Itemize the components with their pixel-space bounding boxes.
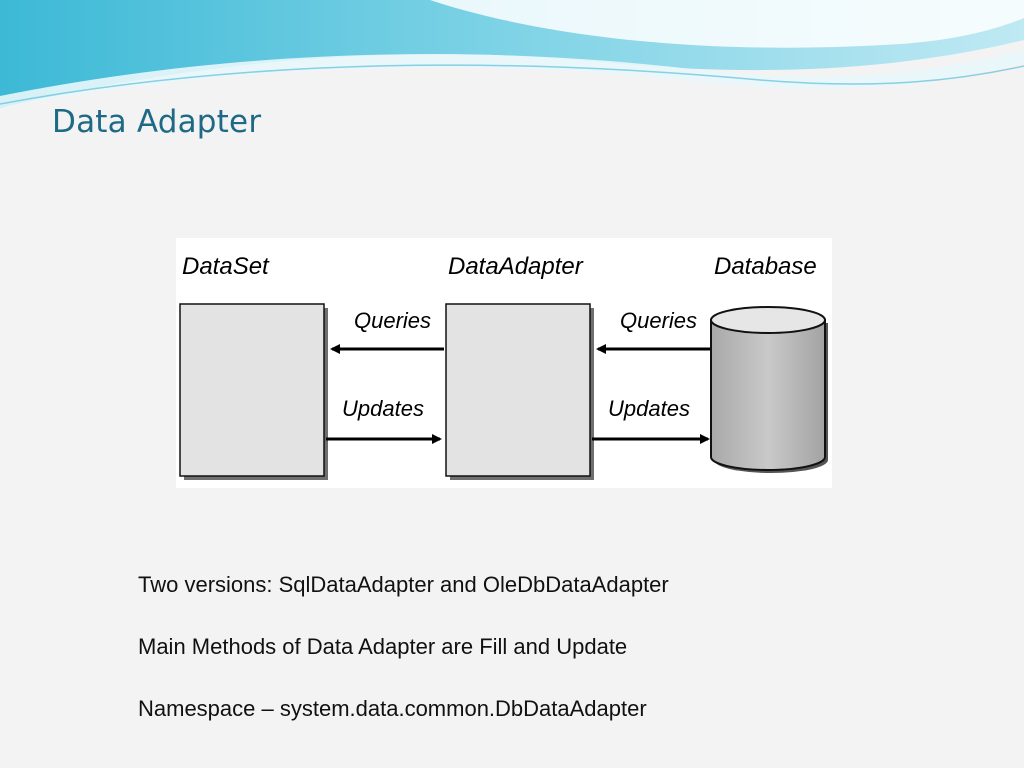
data-adapter-diagram: DataSet DataAdapter Database Queries Upd… [179,253,828,480]
dataadapter-label: DataAdapter [448,253,584,280]
diagram-panel: DataSet DataAdapter Database Queries Upd… [176,238,832,488]
slide-title: Data Adapter [52,104,262,140]
note-versions: Two versions: SqlDataAdapter and OleDbDa… [138,572,669,597]
database-label: Database [714,253,817,280]
dataset-label: DataSet [182,253,270,280]
updates-label-left: Updates [342,396,424,421]
dataadapter-box [445,303,594,480]
queries-label-left: Queries [354,308,431,333]
header-wave-decoration [0,0,1024,108]
dataset-box [179,303,328,480]
database-cylinder [710,306,828,473]
note-namespace: Namespace – system.data.common.DbDataAda… [138,696,647,721]
notes-list: Two versions: SqlDataAdapter and OleDbDa… [138,572,938,758]
note-methods: Main Methods of Data Adapter are Fill an… [138,634,628,659]
queries-label-right: Queries [620,308,697,333]
updates-label-right: Updates [608,396,690,421]
